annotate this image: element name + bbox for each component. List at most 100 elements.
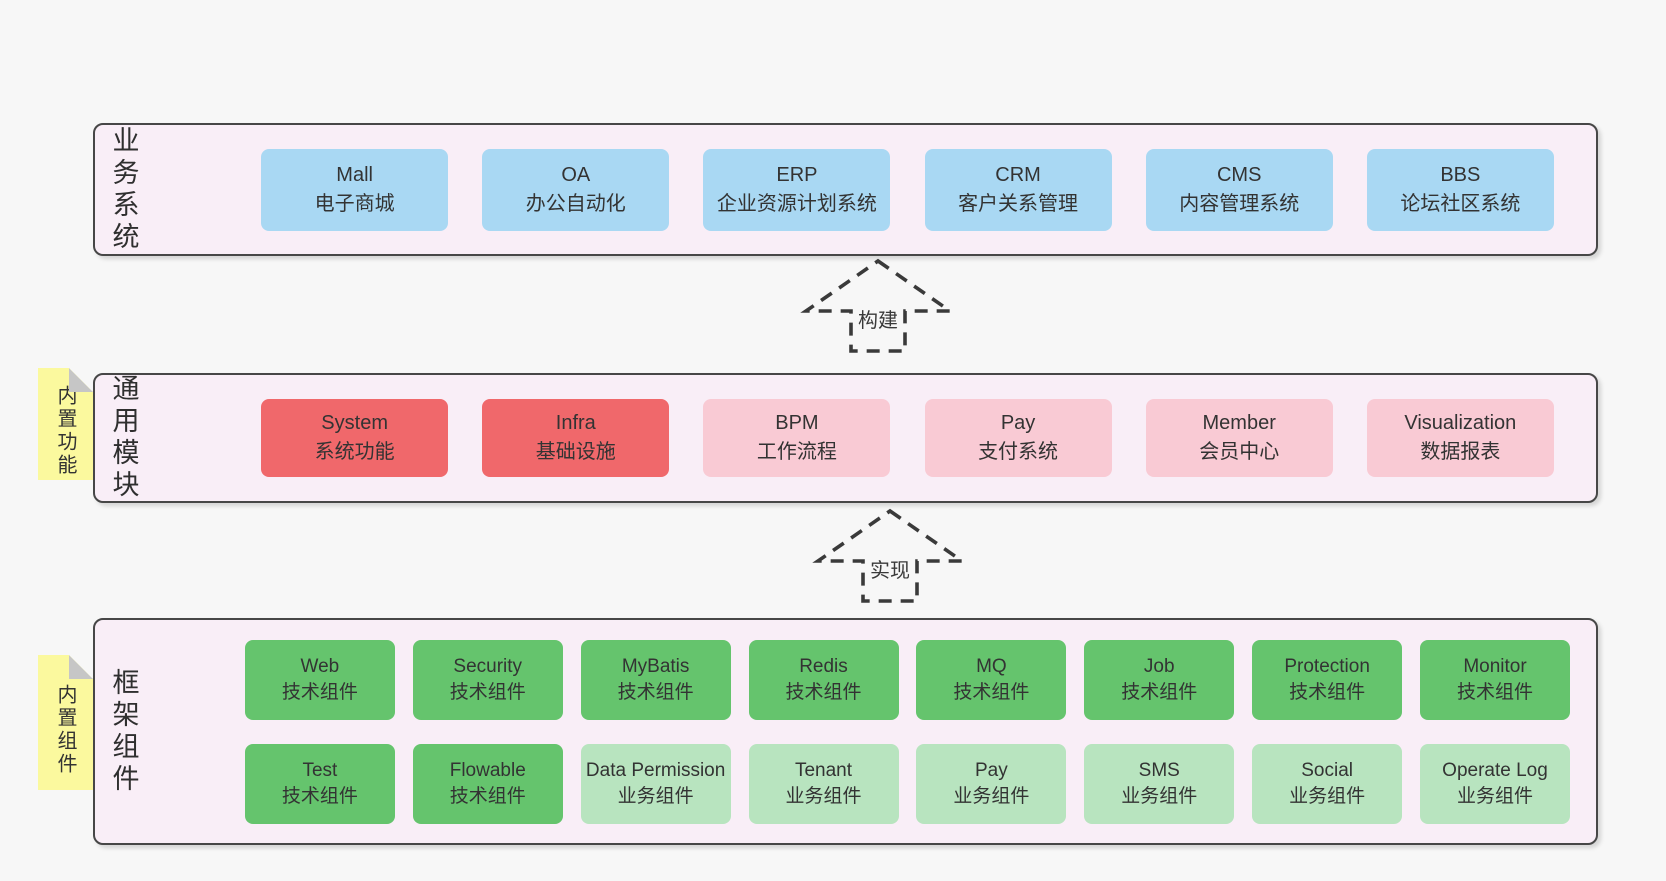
common-modules-panel: 通用模块 System 系统功能 Infra 基础设施 BPM 工作流程 Pay… — [93, 373, 1598, 503]
framework-components-panel: 框架组件 Web 技术组件 Security 技术组件 MyBatis 技术组件… — [93, 618, 1598, 845]
box-name: ERP — [776, 163, 818, 186]
build-arrow: 构建 — [788, 256, 968, 356]
box-subtitle: 技术组件 — [1456, 681, 1533, 703]
box-subtitle: 电子商城 — [314, 192, 395, 215]
box-name: Job — [1143, 655, 1175, 677]
built-in-features-note: 内置功能 — [38, 368, 93, 480]
box-subtitle: 业务组件 — [1121, 785, 1198, 807]
box-crm: CRM 客户关系管理 — [924, 148, 1112, 231]
box-subtitle: 技术组件 — [785, 681, 862, 703]
box-flowable: Flowable 技术组件 — [412, 743, 563, 824]
box-name: Data Permission — [585, 759, 726, 781]
box-operate-log: Operate Log 业务组件 — [1420, 743, 1570, 824]
box-name: Protection — [1284, 655, 1370, 677]
box-system: System 系统功能 — [261, 399, 449, 477]
box-name: BBS — [1440, 163, 1481, 186]
folded-corner-icon — [69, 655, 93, 679]
box-name: Social — [1301, 759, 1353, 781]
box-name: Web — [300, 655, 340, 677]
box-name: Pay — [975, 759, 1008, 781]
box-subtitle: 技术组件 — [1121, 681, 1198, 703]
box-name: MQ — [976, 655, 1007, 677]
box-monitor: Monitor 技术组件 — [1420, 639, 1570, 720]
box-pay-system: Pay 支付系统 — [924, 399, 1112, 477]
box-name: CRM — [995, 163, 1041, 186]
box-subtitle: 业务组件 — [785, 785, 862, 807]
box-mq: MQ 技术组件 — [916, 639, 1067, 720]
box-name: Tenant — [794, 759, 853, 781]
box-name: Infra — [555, 412, 596, 434]
box-subtitle: 数据报表 — [1420, 441, 1501, 463]
box-social: Social 业务组件 — [1252, 743, 1403, 824]
box-name: Operate Log — [1442, 759, 1548, 781]
framework-row-2: Test 技术组件 Flowable 技术组件 Data Permission … — [227, 743, 1588, 824]
box-subtitle: 办公自动化 — [525, 192, 626, 215]
box-subtitle: 技术组件 — [449, 681, 526, 703]
box-member: Member 会员中心 — [1145, 399, 1333, 477]
box-subtitle: 工作流程 — [756, 441, 837, 463]
box-sms: SMS 业务组件 — [1084, 743, 1235, 824]
box-subtitle: 内容管理系统 — [1179, 192, 1300, 215]
framework-panel-label: 框架组件 — [108, 667, 139, 796]
box-subtitle: 技术组件 — [281, 785, 358, 807]
box-data-permission: Data Permission 业务组件 — [580, 743, 731, 824]
box-subtitle: 客户关系管理 — [958, 192, 1079, 215]
note-text: 内置功能 — [54, 385, 76, 477]
box-job: Job 技术组件 — [1084, 639, 1235, 720]
box-name: Member — [1202, 412, 1276, 434]
box-subtitle: 论坛社区系统 — [1400, 192, 1521, 215]
box-subtitle: 业务组件 — [1289, 785, 1366, 807]
box-oa: OA 办公自动化 — [482, 148, 670, 231]
business-box-row: Mall 电子商城 OA 办公自动化 ERP 企业资源计划系统 CRM 客户关系… — [227, 125, 1588, 254]
box-subtitle: 技术组件 — [953, 681, 1030, 703]
common-panel-label: 通用模块 — [108, 374, 139, 502]
box-subtitle: 会员中心 — [1199, 441, 1280, 463]
framework-box-rows: Web 技术组件 Security 技术组件 MyBatis 技术组件 Redi… — [227, 620, 1588, 843]
box-subtitle: 支付系统 — [978, 441, 1059, 463]
box-visualization: Visualization 数据报表 — [1366, 399, 1554, 477]
box-name: Flowable — [449, 759, 526, 781]
box-name: CMS — [1216, 163, 1262, 186]
box-subtitle: 技术组件 — [617, 681, 694, 703]
business-panel-label: 业务系统 — [108, 125, 139, 254]
built-in-components-note: 内置组件 — [38, 655, 93, 790]
box-subtitle: 技术组件 — [1289, 681, 1366, 703]
up-arrow-icon — [800, 258, 956, 353]
box-name: OA — [561, 163, 591, 186]
box-erp: ERP 企业资源计划系统 — [703, 148, 891, 231]
common-box-row: System 系统功能 Infra 基础设施 BPM 工作流程 Pay 支付系统… — [227, 375, 1588, 501]
box-subtitle: 技术组件 — [449, 785, 526, 807]
box-subtitle: 业务组件 — [953, 785, 1030, 807]
box-infra: Infra 基础设施 — [482, 399, 670, 477]
note-text: 内置组件 — [54, 683, 76, 776]
box-name: Test — [302, 759, 338, 781]
box-name: Pay — [1000, 412, 1036, 434]
box-name: Monitor — [1463, 655, 1527, 677]
box-name: Mall — [336, 163, 373, 186]
implement-arrow-label: 实现 — [867, 553, 913, 584]
up-arrow-icon — [812, 508, 968, 603]
box-subtitle: 系统功能 — [314, 441, 395, 463]
box-cms: CMS 内容管理系统 — [1145, 148, 1333, 231]
box-name: Security — [453, 655, 523, 677]
box-web: Web 技术组件 — [244, 639, 395, 720]
box-test: Test 技术组件 — [244, 743, 395, 824]
box-subtitle: 业务组件 — [617, 785, 694, 807]
box-name: MyBatis — [621, 655, 690, 677]
box-name: System — [321, 412, 388, 434]
box-name: Redis — [799, 655, 848, 677]
box-name: Visualization — [1404, 412, 1517, 434]
box-subtitle: 基础设施 — [535, 441, 616, 463]
box-redis: Redis 技术组件 — [748, 639, 899, 720]
box-mybatis: MyBatis 技术组件 — [580, 639, 731, 720]
folded-corner-icon — [69, 368, 93, 392]
box-pay-component: Pay 业务组件 — [916, 743, 1067, 824]
framework-row-1: Web 技术组件 Security 技术组件 MyBatis 技术组件 Redi… — [227, 639, 1588, 720]
box-protection: Protection 技术组件 — [1252, 639, 1403, 720]
box-bbs: BBS 论坛社区系统 — [1366, 148, 1554, 231]
box-bpm: BPM 工作流程 — [703, 399, 891, 477]
box-name: SMS — [1138, 759, 1180, 781]
box-subtitle: 业务组件 — [1456, 785, 1533, 807]
box-tenant: Tenant 业务组件 — [748, 743, 899, 824]
build-arrow-label: 构建 — [855, 303, 901, 334]
